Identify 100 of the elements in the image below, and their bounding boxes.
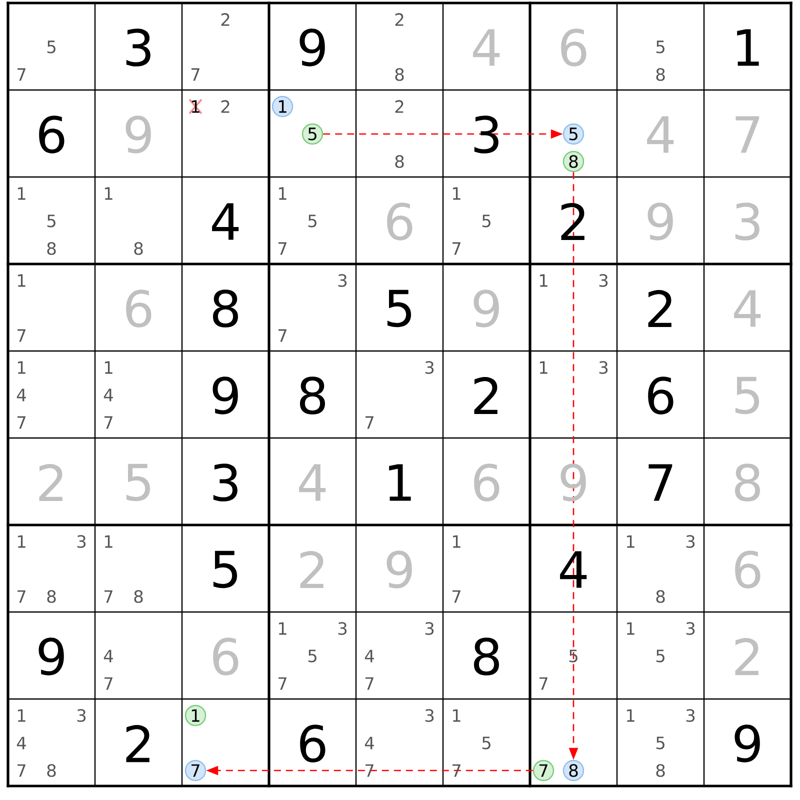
candidate-digit: 4	[364, 650, 374, 662]
candidate-digit: 8	[47, 590, 56, 603]
given-digit: 3	[126, 28, 150, 66]
candidate-digit: 2	[395, 13, 404, 26]
given-digit: 9	[300, 28, 325, 66]
candidate-digit: 8	[134, 590, 143, 603]
candidate-digit: 7	[104, 677, 112, 690]
candidate-digit: 7	[452, 590, 460, 603]
candidate-digit: 3	[686, 709, 695, 722]
candidate-digit: 1	[104, 361, 112, 374]
candidate-digit: 3	[599, 274, 608, 287]
given-digit: 7	[648, 464, 672, 501]
candidate-digit: 7	[366, 677, 374, 690]
solved-digit: 5	[126, 464, 150, 502]
candidate-digit: 1	[104, 535, 112, 548]
highlighted-candidate: 8	[562, 760, 584, 782]
candidate-digit: 1	[192, 100, 200, 113]
candidate-digit: 4	[364, 736, 374, 750]
candidate-digit: 3	[425, 361, 434, 374]
candidate-digit: 8	[656, 68, 665, 81]
given-digit: 8	[300, 376, 325, 414]
candidate-digit: 2	[221, 13, 230, 26]
solved-digit: 9	[386, 550, 412, 588]
highlighted-candidate: 8	[562, 150, 584, 172]
candidate-digit: 5	[47, 214, 56, 228]
solved-digit: 8	[735, 464, 760, 502]
given-digit: 1	[737, 29, 759, 66]
candidate-digit: 7	[366, 764, 374, 777]
candidate-digit: 8	[47, 764, 56, 777]
solved-digit: 9	[126, 116, 151, 154]
candidate-digit: 3	[338, 622, 347, 635]
solved-digit: 6	[561, 28, 586, 66]
candidate-digit: 5	[47, 40, 56, 54]
highlighted-candidate: 5	[562, 123, 584, 145]
solved-digit: 4	[299, 464, 326, 501]
candidate-digit: 7	[540, 677, 548, 690]
candidate-digit: 1	[626, 622, 634, 635]
solved-digit: 4	[647, 116, 674, 153]
given-digit: 8	[474, 638, 499, 676]
candidate-digit: 8	[47, 242, 56, 255]
candidate-digit: 3	[425, 622, 434, 635]
solved-digit: 7	[736, 116, 760, 153]
candidate-digit: 5	[308, 650, 316, 662]
candidate-digit: 8	[134, 242, 143, 255]
given-digit: 4	[212, 203, 239, 240]
candidate-digit: 7	[104, 590, 112, 603]
given-digit: 6	[300, 724, 326, 762]
solved-digit: 9	[474, 290, 499, 328]
given-digit: 2	[648, 290, 672, 328]
candidate-digit: 8	[656, 764, 665, 777]
highlighted-candidate: 7	[532, 760, 554, 782]
candidate-digit: 1	[278, 187, 286, 200]
candidate-digit: 1	[18, 274, 26, 287]
given-digit: 6	[648, 376, 674, 414]
highlighted-candidate: 1	[184, 704, 206, 726]
given-digit: 9	[212, 376, 238, 414]
candidate-digit: 7	[18, 329, 26, 342]
candidate-digit: 5	[482, 736, 490, 750]
candidate-digit: 3	[686, 535, 695, 548]
candidate-digit: 1	[18, 709, 26, 722]
candidate-digit: 4	[104, 650, 113, 662]
solved-digit: 6	[735, 550, 760, 588]
candidate-digit: 3	[425, 709, 434, 722]
candidate-digit: 1	[452, 187, 460, 200]
given-digit: 1	[389, 464, 411, 501]
candidate-digit: 1	[104, 187, 112, 200]
solved-digit: 6	[387, 202, 412, 240]
given-digit: 2	[126, 724, 150, 762]
candidate-digit: 5	[656, 650, 664, 662]
given-digit: 8	[212, 290, 238, 328]
candidate-digit: 1	[18, 535, 26, 548]
candidate-digit: 2	[221, 100, 230, 113]
solved-digit: 6	[126, 290, 152, 328]
given-digit: 5	[213, 550, 238, 588]
candidate-digit: 8	[656, 590, 665, 603]
candidate-digit: 4	[16, 736, 26, 750]
candidate-digit: 7	[366, 416, 374, 429]
candidate-digit: 7	[278, 242, 286, 255]
candidate-digit: 1	[452, 709, 460, 722]
given-digit: 6	[39, 116, 64, 154]
given-digit: 5	[387, 290, 412, 328]
candidate-digit: 1	[278, 622, 286, 635]
candidate-digit: 8	[395, 68, 404, 81]
candidate-digit: 8	[395, 155, 404, 168]
highlighted-candidate: 7	[184, 760, 206, 782]
candidate-digit: 5	[308, 214, 316, 228]
candidate-digit: 4	[16, 388, 26, 402]
candidate-digit: 3	[77, 709, 86, 722]
given-digit: 2	[561, 202, 584, 240]
candidate-digit: 5	[482, 214, 490, 228]
candidate-digit: 2	[395, 100, 404, 113]
candidate-digit: 7	[278, 329, 286, 342]
candidate-digit: 7	[104, 416, 112, 429]
solved-digit: 2	[735, 638, 758, 676]
solved-digit: 6	[213, 638, 238, 676]
given-digit: 4	[560, 551, 587, 588]
candidate-digit: 3	[599, 361, 608, 374]
highlighted-candidate: 1	[272, 96, 294, 118]
candidate-digit: 7	[452, 242, 460, 255]
solved-digit: 5	[735, 376, 760, 414]
